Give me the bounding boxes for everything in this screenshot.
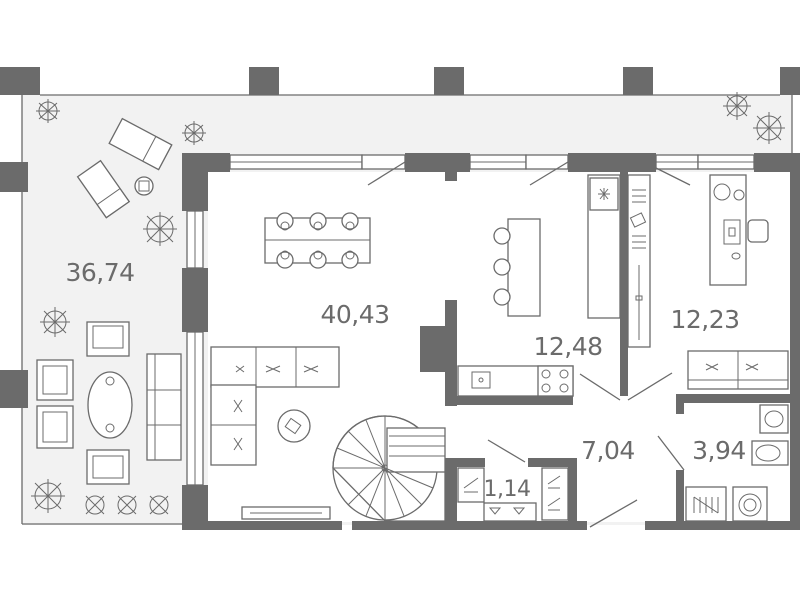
area-label-terrace: 36,74 <box>65 258 134 287</box>
coffee-table <box>277 409 311 443</box>
terrace-seating <box>36 321 182 485</box>
terrace-doors <box>361 154 691 186</box>
interior-walls <box>420 172 790 525</box>
exterior-walls <box>182 153 800 530</box>
bedroom-wardrobe <box>627 174 651 348</box>
area-label-wardrobe: 1,14 <box>484 477 531 502</box>
corner-sofa <box>210 346 340 466</box>
terrace-plants <box>31 92 785 515</box>
interior-doors <box>487 372 685 528</box>
area-label-kitchen: 12,48 <box>533 332 602 361</box>
kitchen-counter <box>457 174 621 397</box>
dining-table <box>264 212 371 269</box>
area-label-bathroom: 3,94 <box>692 436 746 465</box>
area-label-hall: 7,04 <box>581 436 635 465</box>
tv-console <box>241 506 331 520</box>
bedroom-sofa <box>687 350 789 390</box>
windows <box>186 154 755 486</box>
kitchen-island <box>493 218 541 317</box>
spiral-staircase <box>332 415 446 522</box>
bathroom-fixtures <box>685 404 789 522</box>
area-label-living: 40,43 <box>320 300 389 329</box>
wardrobe-fixtures <box>457 467 569 522</box>
desk <box>709 174 769 286</box>
area-label-bedroom: 12,23 <box>670 305 739 334</box>
terrace-loungers <box>76 117 173 219</box>
terrace-columns <box>0 67 800 408</box>
